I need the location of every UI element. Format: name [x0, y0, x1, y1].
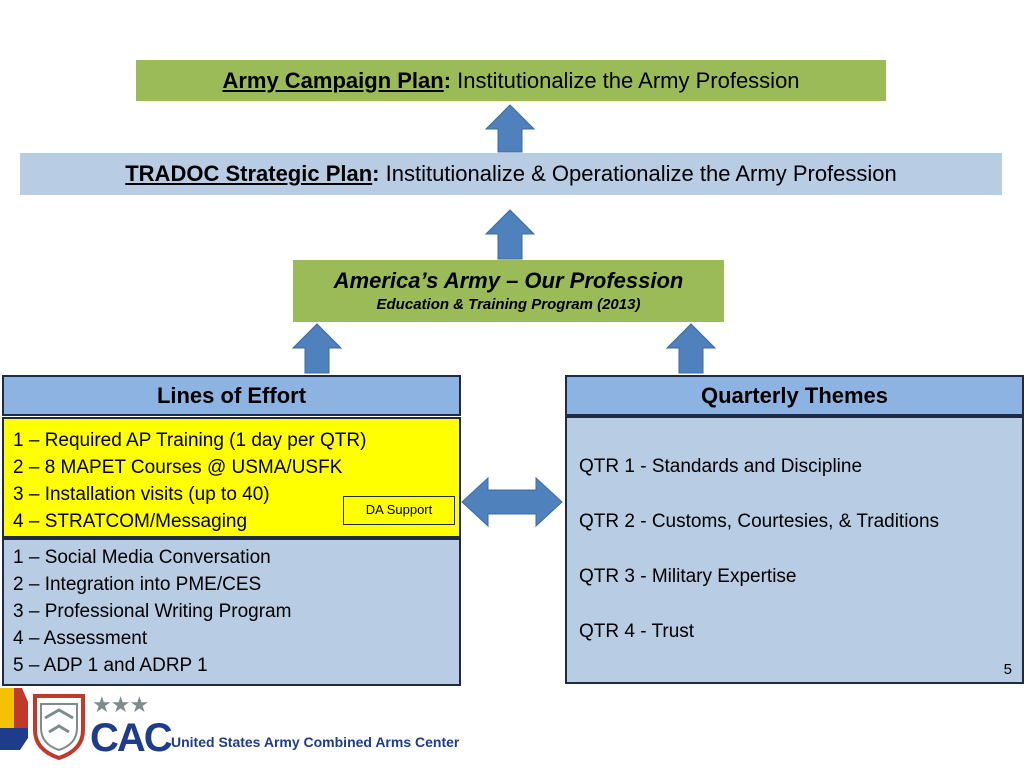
double-arrow-icon	[461, 476, 563, 528]
up-arrow-icon	[665, 323, 717, 374]
list-item: QTR 2 - Customs, Courtesies, & Tradition…	[579, 511, 940, 532]
lines-of-effort-header: Lines of Effort	[2, 375, 461, 416]
program-box: America’s Army – Our Profession Educatio…	[293, 260, 724, 322]
list-item: 1 – Required AP Training (1 day per QTR)	[13, 430, 367, 451]
campaign-plan-sep: :	[443, 67, 452, 93]
flag-icon	[0, 688, 28, 750]
list-item: 3 – Professional Writing Program	[13, 601, 292, 622]
program-title: America’s Army – Our Profession	[333, 268, 684, 293]
lines-of-effort-yellow-list: 1 – Required AP Training (1 day per QTR)…	[2, 417, 461, 538]
list-item: 3 – Installation visits (up to 40)	[13, 484, 270, 505]
footer-org-name: United States Army Combined Arms Center	[171, 734, 460, 750]
up-arrow-icon	[291, 323, 343, 374]
stars-icon: ★★★	[92, 692, 149, 717]
up-arrow-icon	[484, 209, 536, 260]
program-subtitle: Education & Training Program (2013)	[376, 296, 641, 313]
da-support-badge: DA Support	[343, 496, 455, 525]
tradoc-plan-text: Institutionalize & Operationalize the Ar…	[379, 161, 897, 186]
list-item: 5 – ADP 1 and ADRP 1	[13, 655, 208, 676]
tradoc-plan-label: TRADOC Strategic Plan	[125, 161, 373, 186]
list-item: QTR 3 - Military Expertise	[579, 566, 797, 587]
shield-icon	[33, 694, 85, 760]
footer-logo: ★★★ CAC	[0, 688, 173, 768]
tradoc-plan-bar: TRADOC Strategic Plan: Institutionalize …	[20, 153, 1002, 195]
campaign-plan-text: Institutionalize the Army Profession	[451, 67, 800, 93]
list-item: QTR 1 - Standards and Discipline	[579, 456, 863, 477]
tradoc-plan-sep: :	[372, 161, 380, 186]
list-item: 2 – 8 MAPET Courses @ USMA/USFK	[13, 457, 343, 478]
list-item: 4 – Assessment	[13, 628, 148, 649]
campaign-plan-label: Army Campaign Plan	[222, 67, 444, 93]
quarterly-themes-header: Quarterly Themes	[565, 375, 1024, 416]
campaign-plan-bar: Army Campaign Plan: Institutionalize the…	[136, 60, 886, 101]
list-item: 4 – STRATCOM/Messaging	[13, 511, 248, 532]
list-item: QTR 4 - Trust	[579, 621, 695, 642]
list-item: 2 – Integration into PME/CES	[13, 574, 262, 595]
page-number: 5	[1003, 661, 1012, 678]
cac-logo-text: CAC	[90, 716, 173, 760]
list-item: 1 – Social Media Conversation	[13, 547, 271, 568]
up-arrow-icon	[484, 104, 536, 153]
lines-of-effort-blue-list: 1 – Social Media Conversation 2 – Integr…	[2, 538, 461, 686]
quarterly-themes-list: QTR 1 - Standards and Discipline QTR 2 -…	[565, 416, 1024, 684]
